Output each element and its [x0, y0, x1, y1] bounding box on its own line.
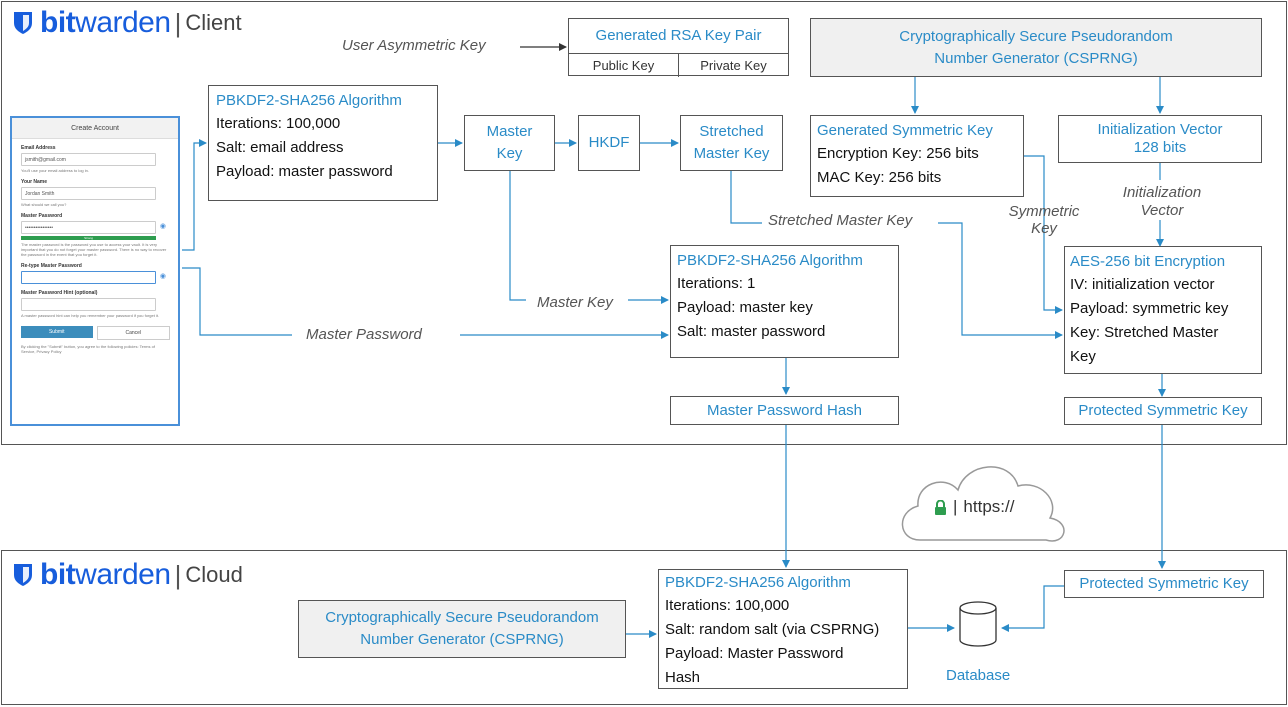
aes-encryption-box: AES-256 bit Encryption IV: initializatio… — [1064, 246, 1262, 374]
stretched-master-key-text: Stretched Master Key — [693, 123, 770, 162]
password-strength-bar: Strong — [21, 236, 156, 240]
name-hint: What should we call you? — [21, 202, 67, 207]
iv-bits: 128 bits — [1133, 139, 1187, 156]
protected-symmetric-key-box: Protected Symmetric Key — [1064, 397, 1262, 425]
retype-password-label: Re-type Master Password — [21, 263, 82, 269]
pbkdf2-hash-box: PBKDF2-SHA256 Algorithm Iterations: 1 Pa… — [670, 245, 899, 358]
hkdf-text: HKDF — [588, 134, 630, 151]
form-title: Create Account — [12, 118, 178, 139]
pbkdf2-cloud-line: Payload: Master Password — [665, 645, 844, 662]
csprng-client-text: Cryptographically Secure Pseudorandom Nu… — [899, 27, 1173, 67]
pbkdf2-cloud-title: PBKDF2-SHA256 Algorithm — [665, 574, 851, 591]
create-account-form: Create Account Email Address jsmith@gmai… — [10, 116, 180, 426]
email-hint: You'll use your email address to log in. — [21, 168, 89, 173]
retype-password-field[interactable] — [21, 271, 156, 284]
submit-button[interactable]: Submit — [21, 326, 93, 338]
cancel-button[interactable]: Cancel — [96, 326, 170, 340]
name-field[interactable]: Jordan Smith — [21, 187, 156, 200]
gen-sym-title: Generated Symmetric Key — [817, 122, 993, 139]
csprng-cloud-box: Cryptographically Secure Pseudorandom Nu… — [298, 600, 626, 658]
client-label: Client — [185, 10, 242, 35]
aes-title: AES-256 bit Encryption — [1070, 253, 1226, 270]
password-hint-help: A master password hint can help you reme… — [21, 313, 160, 318]
database-label: Database — [946, 667, 1011, 684]
aes-line: Payload: symmetric key — [1070, 300, 1229, 317]
pbkdf2-client-line: Iterations: 100,000 — [216, 115, 341, 132]
password-hint-text: The master password is the password you … — [21, 242, 167, 257]
master-key-label: Master Key — [537, 294, 613, 311]
name-label: Your Name — [21, 179, 48, 185]
brand-warden: warden — [75, 558, 171, 591]
brand-separator: | — [174, 7, 182, 38]
pbkdf2-cloud-line: Salt: random salt (via CSPRNG) — [665, 621, 880, 638]
pbkdf2-cloud-box: PBKDF2-SHA256 Algorithm Iterations: 100,… — [658, 569, 908, 689]
stretched-master-key-label: Stretched Master Key — [768, 212, 913, 229]
pbkdf2-client-line: Payload: master password — [216, 163, 393, 180]
master-password-label: Master Password — [21, 213, 63, 219]
user-asymmetric-key-label: User Asymmetric Key — [342, 37, 486, 54]
initialization-vector-box: Initialization Vector 128 bits — [1058, 115, 1262, 163]
rsa-key-pair-box: Generated RSA Key Pair Public Key Privat… — [568, 18, 789, 77]
rsa-title: Generated RSA Key Pair — [569, 19, 788, 54]
private-key-label: Private Key — [700, 58, 767, 73]
pbkdf2-client-title: PBKDF2-SHA256 Algorithm — [216, 92, 402, 109]
lock-icon — [935, 499, 946, 515]
eye-icon[interactable]: ◉ — [159, 223, 166, 230]
cloud-label: Cloud — [185, 562, 243, 587]
pbkdf2-hash-title: PBKDF2-SHA256 Algorithm — [677, 252, 863, 269]
https-connection: | https:// — [934, 497, 1014, 517]
generated-symmetric-key-box: Generated Symmetric Key Encryption Key: … — [810, 115, 1024, 197]
eye-icon[interactable]: ◉ — [159, 273, 166, 280]
symmetric-key-label: Symmetric Key — [1008, 203, 1080, 237]
email-field[interactable]: jsmith@gmail.com — [21, 153, 156, 166]
pbkdf2-hash-line: Payload: master key — [677, 299, 813, 316]
pbkdf2-hash-line: Iterations: 1 — [677, 275, 756, 292]
master-key-box: Master Key — [464, 115, 555, 171]
gen-sym-line: Encryption Key: 256 bits — [817, 145, 979, 162]
password-hint-field[interactable] — [21, 298, 156, 311]
master-password-label: Master Password — [306, 326, 422, 343]
hkdf-box: HKDF — [578, 115, 640, 171]
iv-title: Initialization Vector — [1097, 121, 1223, 138]
protected-symmetric-key-text: Protected Symmetric Key — [1078, 402, 1248, 419]
bitwarden-shield-icon — [14, 564, 32, 586]
master-password-hash-box: Master Password Hash — [670, 396, 899, 425]
pbkdf2-client-line: Salt: email address — [216, 139, 344, 156]
brand-bit: bit — [40, 558, 76, 591]
master-password-hash-text: Master Password Hash — [706, 401, 863, 419]
master-key-text: Master Key — [486, 123, 533, 162]
aes-line: Key: Stretched Master — [1070, 324, 1219, 341]
bitwarden-shield-icon — [14, 12, 32, 34]
https-label: https:// — [963, 497, 1015, 516]
pbkdf2-cloud-line: Hash — [665, 669, 701, 686]
aes-line: IV: initialization vector — [1070, 276, 1215, 293]
protected-symmetric-key-cloud-text: Protected Symmetric Key — [1079, 575, 1249, 592]
protected-symmetric-key-cloud-box: Protected Symmetric Key — [1064, 570, 1264, 598]
csprng-cloud-text: Cryptographically Secure Pseudorandom Nu… — [325, 609, 599, 648]
csprng-client-box: Cryptographically Secure Pseudorandom Nu… — [810, 18, 1262, 77]
brand-warden: warden — [75, 6, 171, 39]
aes-line: Key — [1070, 348, 1096, 365]
master-password-field[interactable]: •••••••••••••••• — [21, 221, 156, 234]
pbkdf2-client-box: PBKDF2-SHA256 Algorithm Iterations: 100,… — [208, 85, 438, 201]
password-hint-label: Master Password Hint (optional) — [21, 290, 98, 296]
pbkdf2-hash-line: Salt: master password — [677, 323, 826, 340]
strength-label: Strong — [84, 236, 93, 240]
gen-sym-line: MAC Key: 256 bits — [817, 169, 942, 186]
pbkdf2-cloud-line: Iterations: 100,000 — [665, 597, 790, 614]
email-label: Email Address — [21, 145, 56, 151]
initialization-vector-label: Initialization Vector — [1122, 184, 1202, 219]
stretched-master-key-box: Stretched Master Key — [680, 115, 783, 171]
public-key-label: Public Key — [569, 54, 679, 77]
brand-separator: | — [174, 559, 182, 590]
brand-bit: bit — [40, 6, 76, 39]
terms-text: By clicking the "Submit" button, you agr… — [21, 344, 155, 354]
